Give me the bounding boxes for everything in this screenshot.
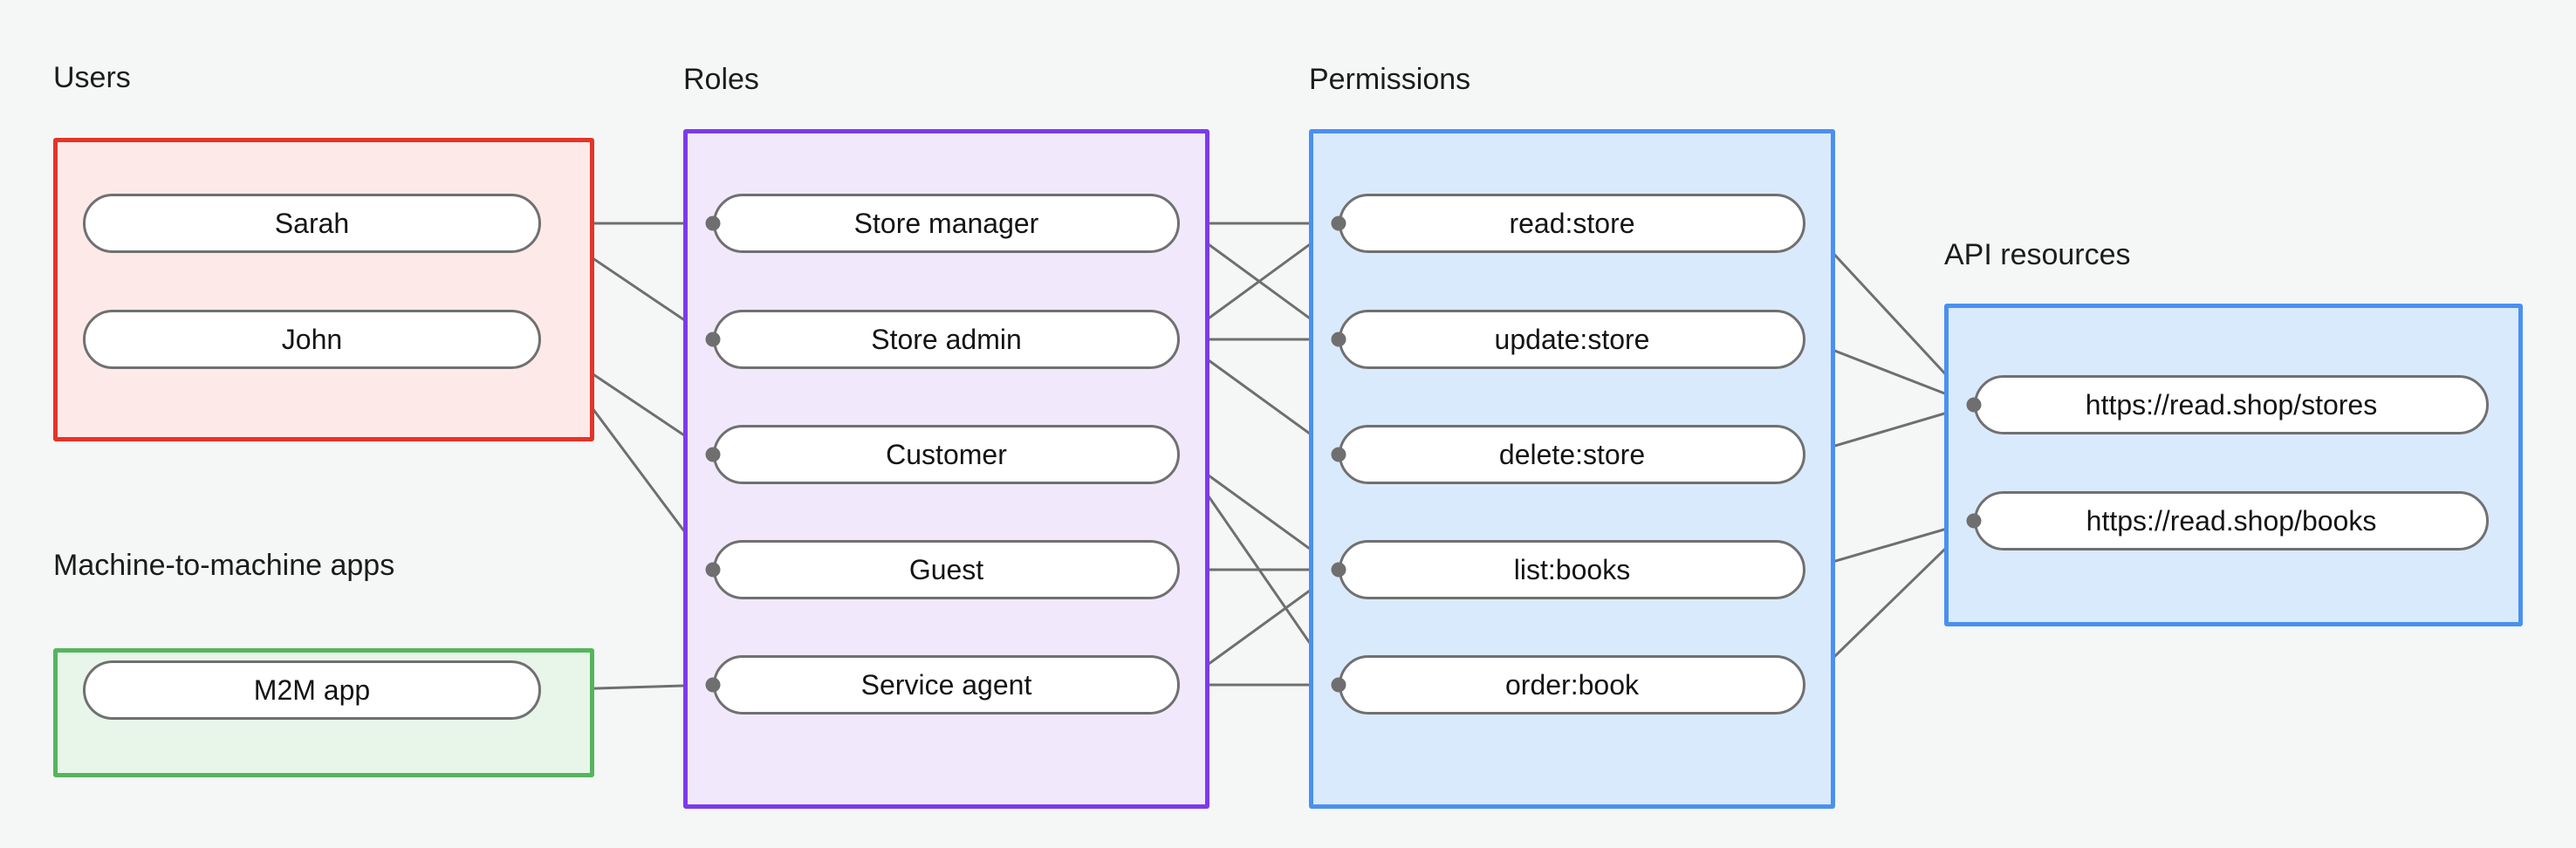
node-label: Guest	[908, 553, 984, 585]
group-title-permissions: Permissions	[1309, 63, 1471, 96]
port-order_book	[1331, 677, 1346, 693]
node-read_store[interactable]: read:store	[1339, 194, 1805, 253]
node-update_store[interactable]: update:store	[1339, 310, 1805, 369]
port-delete_store	[1331, 447, 1346, 462]
port-read_store	[1331, 215, 1346, 231]
node-label: delete:store	[1498, 438, 1646, 470]
node-delete_store[interactable]: delete:store	[1339, 425, 1805, 484]
node-label: list:books	[1513, 553, 1631, 585]
port-update_store	[1331, 332, 1346, 347]
node-sarah[interactable]: Sarah	[83, 194, 541, 253]
node-res_books[interactable]: https://read.shop/books	[1974, 491, 2489, 551]
node-label: Customer	[886, 438, 1007, 470]
node-store_manager[interactable]: Store manager	[713, 194, 1180, 253]
node-order_book[interactable]: order:book	[1339, 655, 1805, 715]
port-guest	[705, 562, 721, 578]
group-title-api: API resources	[1944, 238, 2131, 271]
node-john[interactable]: John	[83, 310, 541, 369]
group-box-api	[1944, 304, 2523, 626]
group-title-roles: Roles	[683, 63, 759, 96]
node-res_stores[interactable]: https://read.shop/stores	[1974, 375, 2489, 434]
port-customer	[705, 447, 721, 462]
node-label: order:book	[1505, 668, 1639, 701]
port-store_admin	[705, 332, 721, 347]
node-service_agent[interactable]: Service agent	[713, 655, 1180, 715]
group-box-users	[53, 138, 594, 441]
node-m2mapp[interactable]: M2M app	[83, 660, 541, 720]
port-store_manager	[705, 215, 721, 231]
node-customer[interactable]: Customer	[713, 425, 1180, 484]
node-label: Sarah	[274, 207, 350, 239]
node-label: Service agent	[860, 668, 1032, 701]
node-label: John	[281, 323, 343, 355]
node-label: update:store	[1494, 323, 1650, 355]
node-label: Store manager	[853, 207, 1039, 239]
node-label: read:store	[1509, 207, 1635, 239]
node-store_admin[interactable]: Store admin	[713, 310, 1180, 369]
port-service_agent	[705, 677, 721, 693]
node-label: Store admin	[871, 323, 1022, 355]
port-res_books	[1966, 513, 1982, 529]
port-res_stores	[1966, 397, 1982, 413]
port-list_books	[1331, 562, 1346, 578]
node-list_books[interactable]: list:books	[1339, 540, 1805, 599]
node-label: M2M app	[253, 674, 371, 706]
node-label: https://read.shop/stores	[2085, 388, 2378, 421]
group-title-m2m: Machine-to-machine apps	[53, 549, 395, 582]
node-guest[interactable]: Guest	[713, 540, 1180, 599]
node-label: https://read.shop/books	[2086, 504, 2377, 537]
group-title-users: Users	[53, 61, 131, 94]
